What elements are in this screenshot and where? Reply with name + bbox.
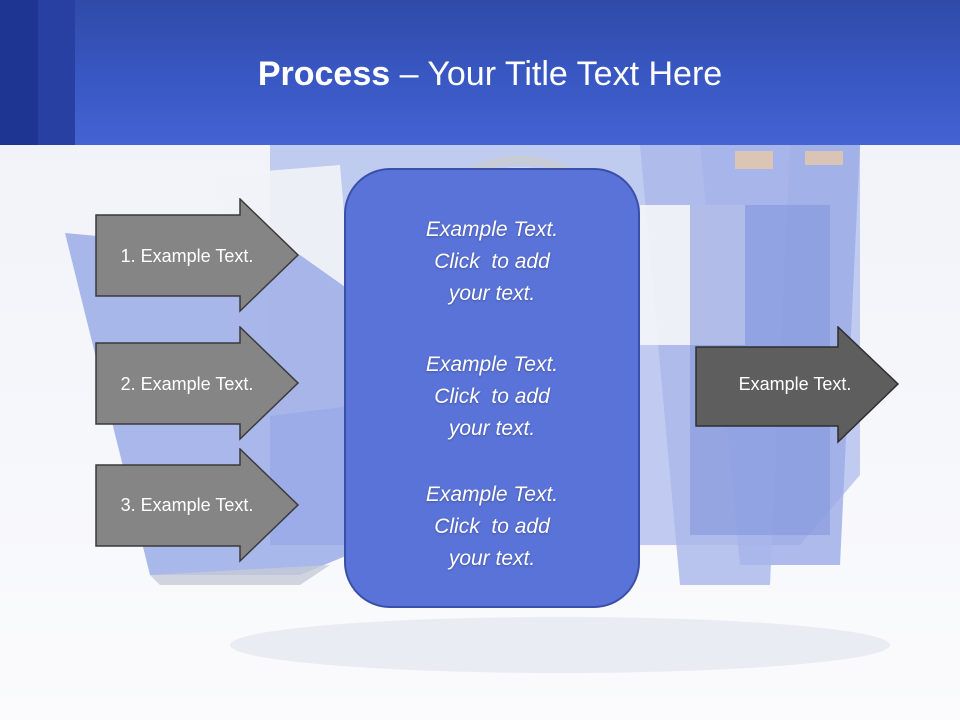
header-accent-bar-secondary [38,0,75,145]
center-text-block-3: Example Text. Click to add your text. [346,479,638,575]
process-center-box[interactable]: Example Text. Click to add your text. Ex… [344,168,640,608]
input-arrow-1-label: 1. Example Text. [120,246,254,266]
output-arrow[interactable] [695,326,900,444]
output-arrow-label: Example Text. [738,374,852,394]
center-text-block-1: Example Text. Click to add your text. [346,214,638,310]
title-rest: – Your Title Text Here [390,55,723,93]
block-2-line-3: your text. [448,417,536,440]
block-3-line-2: Click to add [434,515,550,538]
block-1-line-2: Click to add [434,250,550,273]
block-1-line-1: Example Text. [425,218,559,241]
center-text-block-2: Example Text. Click to add your text. [346,349,638,445]
input-arrow-2[interactable] [95,326,300,441]
header-band: Process – Your Title Text Here [0,0,960,145]
input-arrow-3[interactable] [95,448,300,563]
input-arrow-1[interactable] [95,198,300,313]
slide-title[interactable]: Process – Your Title Text Here [0,52,960,96]
title-bold: Process [257,55,391,93]
block-1-line-3: your text. [448,282,536,305]
block-3-line-3: your text. [448,547,536,570]
block-2-line-2: Click to add [434,385,550,408]
header-accent-bar [0,0,38,145]
block-3-line-1: Example Text. [425,483,559,506]
block-2-line-1: Example Text. [425,353,559,376]
input-arrow-3-label: 3. Example Text. [120,495,254,515]
input-arrow-2-label: 2. Example Text. [120,374,254,394]
